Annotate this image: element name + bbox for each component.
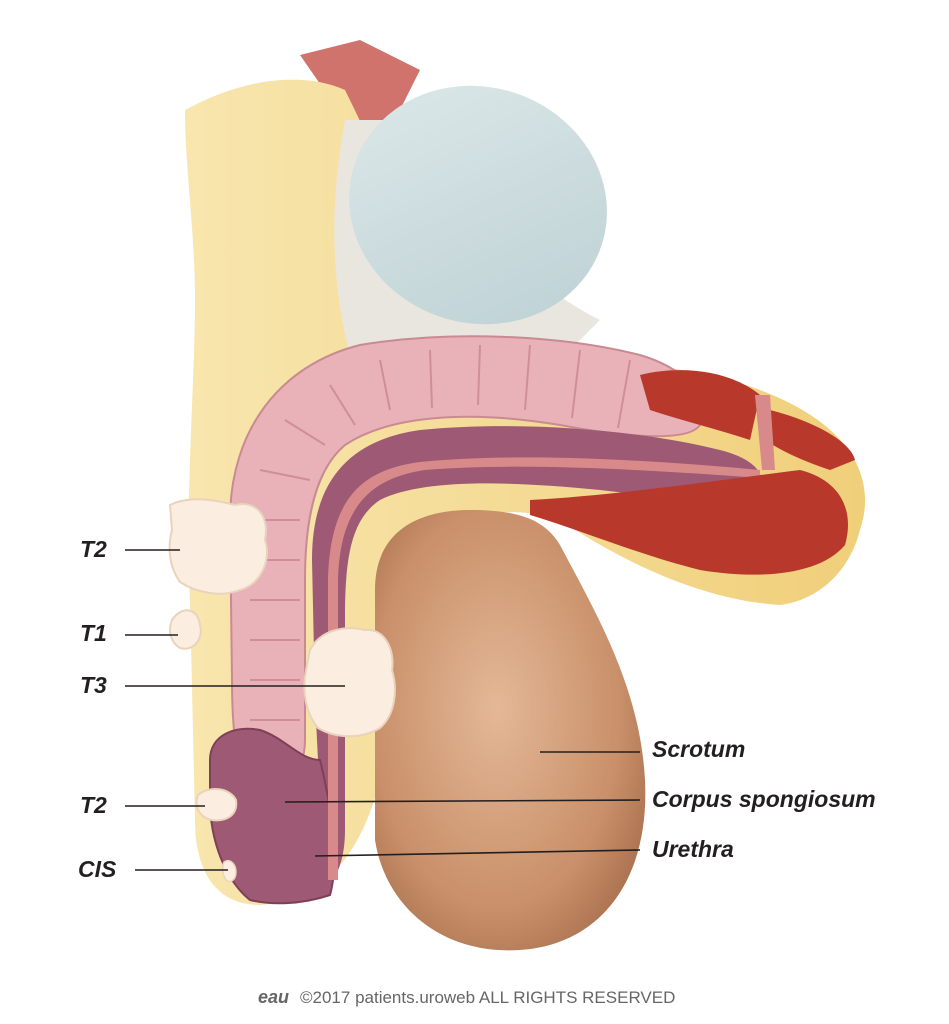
cavernosum-septa <box>250 344 631 721</box>
label-t2-upper: T2 <box>80 536 107 562</box>
label-t2-lower: T2 <box>80 792 107 818</box>
urethra-outlet <box>755 395 775 470</box>
tumor-t2-upper <box>168 498 268 595</box>
tumor-t2-lower <box>195 788 238 822</box>
label-corpus-spongiosum: Corpus spongiosum <box>652 786 876 812</box>
ischiocavernosus-muscle <box>765 410 855 470</box>
eau-logo: eau <box>258 987 289 1007</box>
label-t3: T3 <box>80 672 107 698</box>
scrotum <box>375 510 646 951</box>
bladder <box>349 85 607 325</box>
label-cis: CIS <box>78 856 117 882</box>
label-scrotum: Scrotum <box>652 736 745 762</box>
pelvic-muscle <box>300 40 420 120</box>
label-urethra: Urethra <box>652 836 734 862</box>
label-t1: T1 <box>80 620 107 646</box>
deep-muscle <box>530 470 848 575</box>
tumor-cis <box>221 860 237 883</box>
tumor-t3 <box>303 627 396 738</box>
bulbospongiosus-muscle <box>640 370 760 440</box>
copyright-text: ©2017 patients.uroweb ALL RIGHTS RESERVE… <box>300 988 675 1007</box>
tumor-t1 <box>169 609 202 650</box>
leader-lines <box>125 549 641 871</box>
